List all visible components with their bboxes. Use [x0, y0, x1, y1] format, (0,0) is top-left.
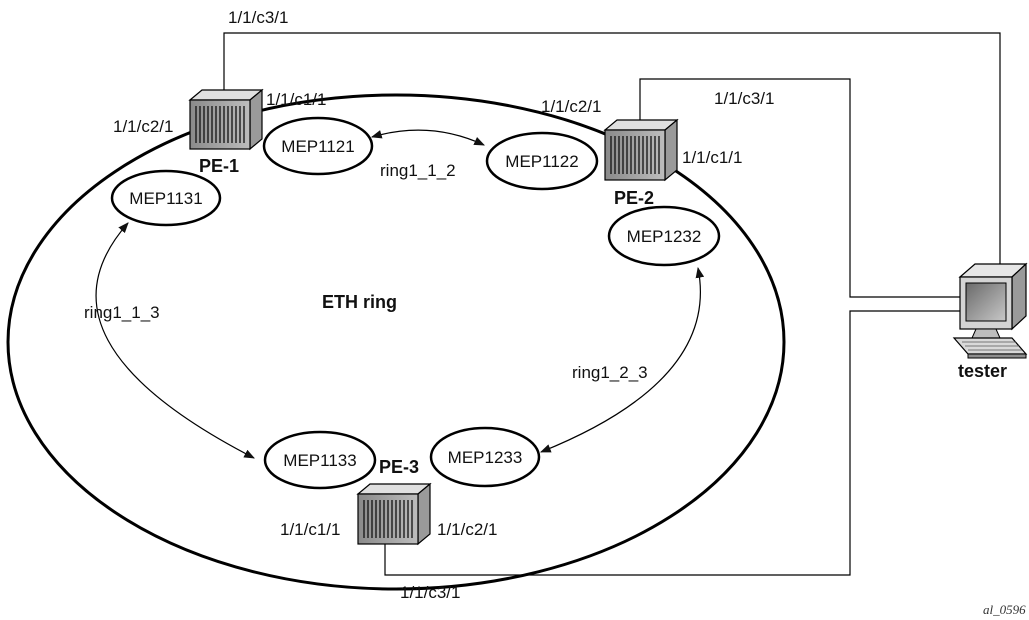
mep-label: MEP1122	[505, 152, 578, 171]
mep-label: MEP1233	[448, 448, 523, 467]
mep-ellipse[interactable]	[429, 426, 541, 488]
node-name-pe3: PE-3	[379, 457, 419, 477]
port-label: 1/1/c3/1	[228, 8, 289, 27]
mep-ellipse[interactable]	[263, 430, 377, 490]
mep-label: MEP1131	[129, 189, 202, 208]
node-name-pe2: PE-2	[614, 188, 654, 208]
port-label: 1/1/c3/1	[714, 89, 775, 108]
link-pe1-tester	[223, 32, 1001, 268]
port-label: 1/1/c1/1	[280, 520, 341, 539]
router-pe1-icon[interactable]	[188, 88, 264, 151]
port-label: 1/1/c1/1	[266, 90, 327, 109]
router-pe2-icon[interactable]	[603, 118, 679, 182]
port-label: 1/1/c1/1	[682, 148, 743, 167]
link-pe2-tester	[639, 78, 960, 298]
arrow-ring1-1-3	[95, 222, 255, 459]
ring-link-label: ring1_2_3	[572, 363, 648, 382]
port-label: 1/1/c2/1	[541, 97, 602, 116]
mep-label: MEP1232	[627, 227, 702, 246]
mep-ellipse[interactable]	[262, 116, 374, 176]
link-pe3-tester	[384, 310, 960, 576]
ring-link-label: ring1_1_2	[380, 161, 456, 180]
port-label: 1/1/c2/1	[437, 520, 498, 539]
mep-ellipse[interactable]	[485, 131, 599, 191]
ring-label: ETH ring	[322, 292, 397, 312]
port-label: 1/1/c2/1	[113, 117, 174, 136]
tester-label: tester	[958, 361, 1007, 381]
mep-label: MEP1121	[281, 137, 354, 156]
arrow-ring1-1-2	[370, 129, 485, 146]
node-name-pe1: PE-1	[199, 156, 239, 176]
eth-ring	[6, 93, 786, 591]
port-label: 1/1/c3/1	[400, 583, 461, 602]
ring-link-label: ring1_1_3	[84, 303, 160, 322]
figure-id: al_0596	[983, 602, 1026, 617]
mep-label: MEP1133	[283, 451, 356, 470]
router-pe3-icon[interactable]	[356, 482, 432, 546]
tester-computer-icon[interactable]	[952, 262, 1028, 359]
mep-ellipse[interactable]	[607, 205, 721, 267]
arrow-ring1-2-3	[539, 266, 705, 453]
